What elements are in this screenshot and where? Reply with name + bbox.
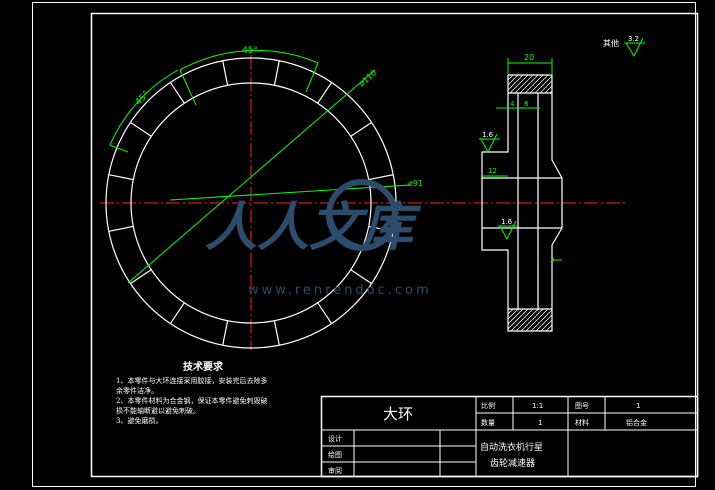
ring-slot-line <box>273 60 280 86</box>
hatch-line <box>524 74 544 94</box>
drawing-no-value: 1 <box>636 402 640 410</box>
project-line-2: 齿轮减速器 <box>490 457 535 469</box>
hatch-line <box>507 74 524 91</box>
hatch-line <box>507 308 514 315</box>
title-block <box>320 395 699 478</box>
roughness-other-label: 其他 <box>603 38 619 48</box>
hatch-line <box>530 309 553 332</box>
hatch-line <box>507 308 519 320</box>
draw-label: 绘图 <box>328 450 342 459</box>
hatch-line <box>519 74 539 94</box>
hatch-line <box>507 74 519 86</box>
dia-inner-label: ø91 <box>408 179 423 188</box>
hatch-line <box>549 90 553 94</box>
dim-8-label: 8 <box>524 100 528 108</box>
angle-label-top: 45° <box>242 46 258 56</box>
watermark-text: 人人文库 <box>205 198 422 258</box>
qty-value: 1 <box>538 419 542 427</box>
ring-slot-line <box>317 82 333 104</box>
tech-line-1b: 余零件洁净。 <box>116 386 158 395</box>
hatch-line <box>525 308 549 332</box>
hatch-line <box>534 75 553 94</box>
tech-title: 技术要求 <box>183 360 224 373</box>
ring-slot-line <box>350 269 372 285</box>
roughness-other-value: 3.2 <box>628 35 639 43</box>
tech-line-1: 1、本零件与大环连接采用胶接，安装完后去除多 <box>116 376 267 385</box>
material-value: 铝合金 <box>626 418 647 427</box>
ring-slots <box>108 60 394 346</box>
dim-width-label: 20 <box>524 53 534 62</box>
hatch-line <box>509 74 529 94</box>
angle-arc-top <box>179 49 319 71</box>
angle-ext-line-1 <box>179 69 197 106</box>
dia-outer-line <box>127 69 376 284</box>
hatch-line <box>544 85 553 94</box>
ring-inner-circle <box>130 82 372 324</box>
ring-slot-line <box>130 269 152 285</box>
tech-line-2: 2、本零件材料为合金钢，保证本零件避免刺毁破 <box>116 396 267 405</box>
ring-slot-line <box>169 82 185 104</box>
ring-slot-line <box>108 225 134 232</box>
part-name: 大环 <box>383 405 413 423</box>
outer-frame <box>32 2 696 487</box>
review-label: 审阅 <box>328 466 342 475</box>
watermark-url: www.renrendoc.com <box>248 283 432 298</box>
ring-slot-line <box>169 302 185 324</box>
roughness-label-2: 1.6 <box>501 218 513 226</box>
hatch-line <box>529 74 549 94</box>
hatch-line <box>535 314 553 332</box>
roughness-symbol-2 <box>498 220 519 241</box>
ring-slot-line <box>222 320 229 346</box>
hatch-line <box>520 308 544 332</box>
roughness-symbol-other <box>624 37 645 58</box>
ring-slot-line <box>317 302 333 324</box>
section-view <box>481 74 563 332</box>
hatch-line <box>550 329 553 332</box>
material-label: 材料 <box>575 418 589 427</box>
drawing-no-label: 图号 <box>575 402 589 410</box>
ring-slot-line <box>222 60 229 86</box>
hatch-line <box>545 324 553 332</box>
watermark-circle <box>326 179 398 251</box>
qty-label: 数量 <box>481 418 495 427</box>
scale-value: 1:1 <box>532 402 543 410</box>
ring-slot-line <box>130 121 152 137</box>
ring-slot-line <box>273 320 280 346</box>
hatch-line <box>540 319 553 332</box>
dia-outer-label: ø110 <box>357 68 378 88</box>
hatch-line <box>515 308 539 332</box>
angle-ext-line-3 <box>109 144 129 153</box>
hatch-line <box>510 308 534 332</box>
angle-arc-left <box>109 69 179 146</box>
dim-4-label: 4 <box>510 100 515 108</box>
scale-label: 比例 <box>481 401 495 410</box>
hatch-line <box>507 308 529 330</box>
dia-inner-line <box>169 184 411 201</box>
section-hatch <box>507 74 553 332</box>
project-line-1: 自动洗衣机行星 <box>480 441 543 453</box>
dim-3-label: 3 <box>550 256 554 264</box>
hatch-line <box>507 308 524 325</box>
roughness-label-1: 1.6 <box>482 131 494 139</box>
angle-label-left: 45° <box>134 89 152 107</box>
hatch-line <box>507 74 514 81</box>
design-label: 设计 <box>328 434 342 443</box>
ring-outer-circle <box>105 57 397 349</box>
tech-line-2b: 损不能轴断避以避免刺破。 <box>116 406 200 415</box>
ring-slot-line <box>350 121 372 137</box>
ring-slot-line <box>368 174 394 181</box>
roughness-symbol-1 <box>479 133 500 154</box>
angle-ext-line-2 <box>305 62 319 93</box>
hatch-line <box>539 80 553 94</box>
dim-12-label: 12 <box>488 167 497 175</box>
hatch-line <box>514 74 534 94</box>
ring-slot-line <box>108 174 134 181</box>
tech-line-3: 3、避免磨损。 <box>116 416 162 425</box>
